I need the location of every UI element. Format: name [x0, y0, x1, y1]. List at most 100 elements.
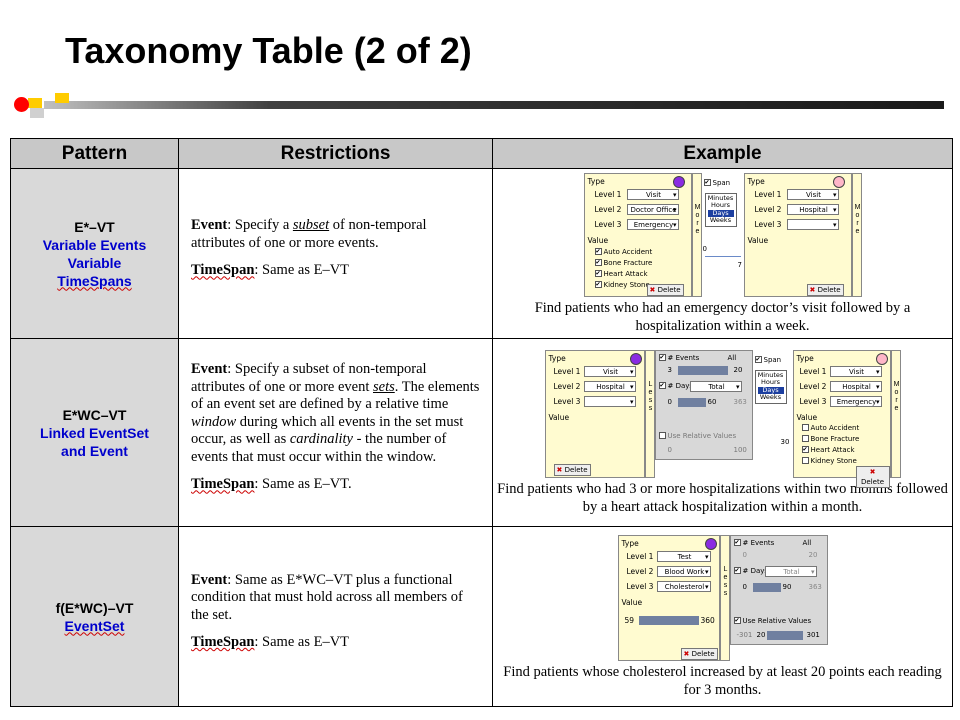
more-toggle[interactable]: M o r e [691, 172, 702, 297]
pattern-line: Variable Events [42, 236, 147, 253]
event-panel-right[interactable]: Type Level 1 Visit Level 2 Hospital Leve… [792, 349, 891, 488]
pattern-cell: f(E*WC)–VT EventSet [10, 526, 179, 707]
header-restrictions: Restrictions [178, 138, 493, 169]
timespan-restriction: TimeSpan: Same as E–VT [191, 634, 350, 650]
example-caption: Find patients who had an emergency docto… [534, 299, 911, 334]
value-checkbox[interactable]: ✔Heart Attack [594, 269, 648, 278]
relative-range-bar[interactable] [766, 630, 803, 640]
value-checkbox[interactable]: ✔Auto Accident [594, 247, 653, 256]
value-checkbox[interactable]: Auto Accident [801, 424, 859, 433]
pattern-code: E*WC–VT [62, 406, 127, 423]
delete-button[interactable]: ✖ Delete [553, 463, 591, 476]
value-checkbox[interactable]: Kidney Stone [801, 457, 857, 466]
level1-select[interactable]: Visit [829, 365, 882, 377]
pattern-cell: E*WC–VT Linked EventSet and Event [10, 338, 179, 527]
value-checkbox[interactable]: ✔Bone Fracture [594, 258, 653, 267]
decor-square [30, 108, 44, 118]
header-pattern: Pattern [10, 138, 179, 169]
value-range-bar[interactable] [638, 615, 699, 625]
level1-select[interactable]: Visit [786, 188, 839, 200]
delete-button[interactable]: ✖ Delete [680, 647, 718, 660]
value-checkbox[interactable]: ✔Heart Attack [801, 445, 855, 454]
event-color-icon [832, 175, 845, 188]
header-example: Example [492, 138, 953, 169]
pattern-line: TimeSpans [57, 272, 132, 289]
level1-select[interactable]: Visit [583, 365, 636, 377]
slide-title: Taxonomy Table (2 of 2) [65, 30, 472, 71]
example-widget: Type Level 1 Test Level 2 Blood Work Lev… [493, 533, 952, 661]
example-caption: Find patients whose cholesterol increase… [503, 663, 942, 698]
pattern-line: Linked EventSet [40, 424, 149, 441]
value-checkbox[interactable]: Bone Fracture [801, 435, 859, 444]
level3-select[interactable]: Cholesterol [656, 580, 711, 592]
pattern-line: EventSet [64, 617, 125, 634]
example-widget: Type Level 1 Visit Level 2 Doctor Office… [493, 171, 952, 297]
event-panel-right[interactable]: Type Level 1 Visit Level 2 Hospital Leve… [743, 172, 852, 297]
event-color-icon [875, 352, 888, 365]
value-checkbox[interactable]: ✔Kidney Stone [594, 280, 650, 289]
days-select[interactable]: Total [689, 380, 742, 392]
level3-select[interactable] [583, 395, 636, 407]
example-caption: Find patients who had 3 or more hospital… [497, 480, 948, 515]
delete-button[interactable]: ✖ Delete [646, 283, 684, 296]
pattern-code: E*–VT [74, 218, 115, 235]
eventset-panel[interactable]: ✔# Events All 3 20 ✔# Days Total 0 60 36… [654, 349, 753, 460]
level1-select[interactable]: Visit [626, 188, 679, 200]
event-panel-left[interactable]: Type Level 1 Visit Level 2 Doctor Office… [583, 172, 692, 297]
event-panel-left[interactable]: Type Level 1 Visit Level 2 Hospital Leve… [544, 349, 645, 478]
level3-select[interactable]: Emergency [829, 395, 882, 407]
days-range-bar[interactable] [752, 582, 781, 592]
table-row: f(E*WC)–VT EventSet Event: Same as E*WC–… [10, 526, 953, 707]
timespan-restriction: TimeSpan: Same as E–VT [191, 262, 350, 279]
event-color-icon [704, 537, 717, 550]
more-toggle[interactable]: M o r e [890, 349, 901, 478]
days-range-bar[interactable] [677, 397, 706, 407]
delete-button[interactable]: ✖ Delete [855, 465, 890, 488]
table-row: E*WC–VT Linked EventSet and Event Event:… [10, 338, 953, 527]
more-toggle[interactable]: M o r e [851, 172, 862, 297]
level2-select[interactable]: Hospital [583, 380, 636, 392]
days-select[interactable]: Total [764, 565, 817, 577]
timespan-restriction: TimeSpan: Same as E–VT. [191, 476, 352, 493]
level2-select[interactable]: Hospital [829, 380, 882, 392]
level2-select[interactable]: Hospital [786, 203, 839, 215]
event-restriction: Event: Specify a subset of non-temporal … [191, 361, 480, 465]
span-checkbox[interactable]: ✔Span [754, 355, 782, 364]
pattern-line: Variable [67, 254, 122, 271]
pattern-line: and Event [61, 442, 128, 459]
level2-select[interactable]: Blood Work [656, 565, 711, 577]
decor-square [28, 98, 42, 108]
level2-select[interactable]: Doctor Office [626, 203, 679, 215]
event-panel[interactable]: Type Level 1 Test Level 2 Blood Work Lev… [617, 534, 720, 661]
events-range-bar[interactable] [677, 365, 728, 375]
less-toggle[interactable]: L e s s [719, 534, 730, 661]
level1-select[interactable]: Test [656, 550, 711, 562]
span-line [704, 255, 741, 257]
header-row: Pattern Restrictions Example [10, 138, 953, 169]
eventset-panel[interactable]: ✔# Events All 0 20 ✔# Days Total 0 90 36… [729, 534, 828, 645]
span-checkbox[interactable]: ✔Span [703, 178, 731, 187]
taxonomy-table: Pattern Restrictions Example E*–VT Varia… [10, 138, 953, 707]
decor-square [55, 93, 69, 103]
table-row: E*–VT Variable Events Variable TimeSpans… [10, 168, 953, 339]
example-widget: Type Level 1 Visit Level 2 Hospital Leve… [493, 348, 952, 488]
restrictions-cell: Event: Same as E*WC–VT plus a functional… [178, 526, 493, 707]
restrictions-cell: Event: Specify a subset of non-temporal … [178, 338, 493, 527]
pattern-code: f(E*WC)–VT [55, 599, 134, 616]
decor-dot [14, 97, 29, 112]
level3-select[interactable] [786, 218, 839, 230]
example-cell: Type Level 1 Visit Level 2 Doctor Office… [492, 168, 953, 339]
title-underline [44, 101, 944, 109]
restrictions-cell: Event: Specify a subset of non-temporal … [178, 168, 493, 339]
delete-button[interactable]: ✖ Delete [806, 283, 844, 296]
example-cell: Type Level 1 Visit Level 2 Hospital Leve… [492, 338, 953, 527]
event-color-icon [672, 175, 685, 188]
event-color-icon [629, 352, 642, 365]
level3-select[interactable]: Emergency [626, 218, 679, 230]
less-toggle[interactable]: L e s s [644, 349, 655, 478]
example-cell: Type Level 1 Test Level 2 Blood Work Lev… [492, 526, 953, 707]
